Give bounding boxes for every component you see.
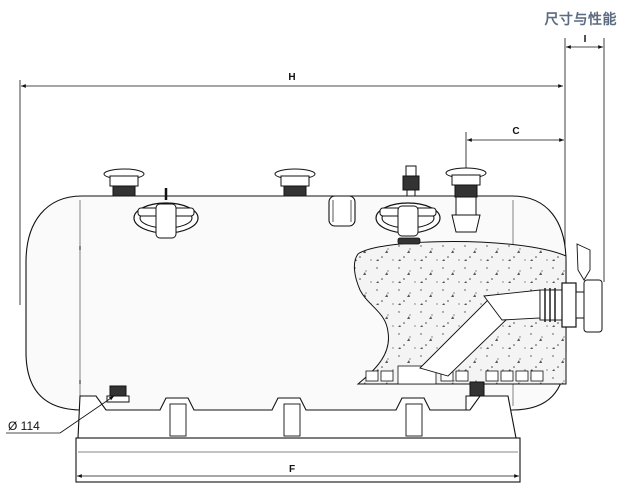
diameter-label: Ø 114 bbox=[8, 419, 40, 433]
dimension-c-label: C bbox=[512, 126, 519, 137]
dimension-f-label: F bbox=[289, 464, 295, 475]
drain-fitting-left bbox=[106, 385, 130, 403]
page-title: 尺寸与性能 bbox=[544, 12, 617, 28]
dimension-i: I bbox=[564, 34, 605, 282]
pressure-gauge-top bbox=[328, 195, 356, 227]
collector-hub bbox=[397, 365, 437, 385]
diameter-callout: Ø 114 bbox=[6, 395, 115, 434]
manhole-cover-right bbox=[375, 202, 441, 245]
filter-media-cutaway bbox=[353, 241, 567, 385]
dimension-c: C bbox=[465, 126, 564, 168]
dimension-h: H bbox=[19, 72, 563, 305]
pressure-gauge-bracket bbox=[576, 243, 591, 281]
top-port-center bbox=[274, 168, 316, 197]
air-release-valve bbox=[402, 165, 420, 197]
side-outlet-valve bbox=[539, 243, 603, 333]
manhole-cover-left bbox=[133, 188, 199, 239]
top-port-left bbox=[103, 168, 145, 197]
dimension-f: F bbox=[77, 464, 519, 478]
dimension-h-label: H bbox=[288, 72, 295, 83]
support-base bbox=[75, 395, 521, 483]
top-port-right bbox=[445, 167, 487, 233]
lateral-nozzles bbox=[365, 370, 544, 382]
dimension-i-label: I bbox=[584, 34, 587, 45]
